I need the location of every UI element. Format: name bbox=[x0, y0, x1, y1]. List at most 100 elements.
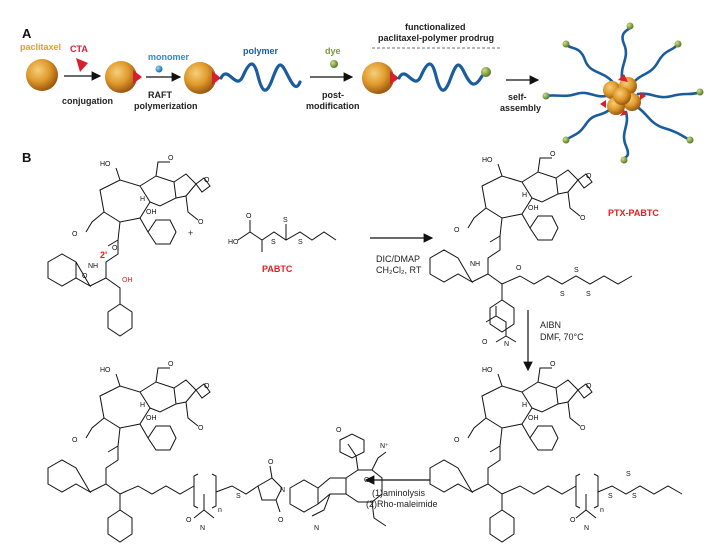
micelle-dye bbox=[562, 136, 570, 144]
paclitaxel-label: paclitaxel bbox=[20, 42, 61, 52]
polymer-chain-1 bbox=[219, 62, 302, 92]
monomer-sphere bbox=[155, 65, 163, 73]
svg-text:H: H bbox=[140, 196, 145, 203]
ptx-pabtc-label: PTX-PABTC bbox=[608, 208, 659, 218]
svg-text:O: O bbox=[246, 213, 252, 220]
micelle-arm bbox=[620, 24, 632, 82]
svg-text:OH: OH bbox=[122, 277, 133, 284]
micelle-dye bbox=[696, 88, 704, 96]
self-label-2: assembly bbox=[500, 103, 541, 113]
micelle-arm bbox=[630, 42, 680, 86]
pabtc-structure: HO O S S S PABTC bbox=[228, 213, 337, 274]
svg-text:S: S bbox=[632, 493, 637, 500]
micelle-dye bbox=[626, 22, 634, 30]
svg-text:S: S bbox=[283, 217, 288, 224]
taxane-core-1: HO O O O O OH H bbox=[72, 155, 211, 247]
svg-text:N: N bbox=[584, 525, 589, 532]
svg-text:N: N bbox=[314, 525, 319, 532]
cta-attached bbox=[133, 70, 142, 84]
svg-text:S: S bbox=[560, 291, 565, 298]
self-label-1: self- bbox=[508, 92, 527, 102]
panel-a-label: A bbox=[22, 26, 32, 41]
polymer-chain-2 bbox=[397, 62, 484, 92]
conjugate-sphere-2 bbox=[362, 62, 394, 94]
svg-text:O: O bbox=[336, 427, 342, 434]
micelle-dye bbox=[686, 136, 694, 144]
micelle-arm bbox=[622, 110, 630, 162]
conjugation-label: conjugation bbox=[62, 96, 113, 106]
cta-label: CTA bbox=[70, 44, 88, 54]
svg-text:S: S bbox=[586, 291, 591, 298]
svg-text:n: n bbox=[218, 507, 222, 514]
micelle-arm bbox=[634, 104, 692, 142]
micelle-arm bbox=[636, 90, 702, 99]
svg-text:S: S bbox=[574, 267, 579, 274]
condition-2-line-2: DMF, 70°C bbox=[540, 332, 584, 342]
panel-a: A paclitaxel CTA conjugation monomer RAF… bbox=[20, 22, 704, 164]
svg-text:HO: HO bbox=[100, 161, 111, 168]
post-label-1: post- bbox=[322, 90, 344, 100]
raft-label-1: RAFT bbox=[148, 90, 172, 100]
svg-text:O: O bbox=[516, 265, 522, 272]
cta-shape bbox=[76, 58, 88, 72]
raft-label-2: polymerization bbox=[134, 101, 198, 111]
svg-text:O: O bbox=[364, 477, 370, 484]
dye-label: dye bbox=[325, 46, 341, 56]
dye-sphere bbox=[330, 60, 338, 68]
prodrug-label-1: functionalized bbox=[405, 22, 466, 32]
dma-monomer: O N bbox=[482, 306, 517, 348]
micelle-arm bbox=[544, 91, 608, 98]
pabtc-label: PABTC bbox=[262, 264, 293, 274]
svg-text:O: O bbox=[482, 339, 488, 346]
svg-text:O: O bbox=[570, 517, 576, 524]
prodrug-label-2: paclitaxel-polymer prodrug bbox=[378, 33, 494, 43]
polymer-label: polymer bbox=[243, 46, 279, 56]
svg-text:O: O bbox=[82, 273, 88, 280]
svg-text:S: S bbox=[236, 493, 241, 500]
svg-text:O: O bbox=[268, 459, 274, 466]
condition-1-line-1: DIC/DMAP bbox=[376, 254, 420, 264]
panel-b: B HO O O O O OH H O OH NH O 2' bbox=[22, 150, 683, 543]
post-label-2: modification bbox=[306, 101, 360, 111]
ptx-polymer-chain: n S S S N O bbox=[429, 446, 683, 543]
svg-text:O: O bbox=[204, 177, 210, 184]
cta-attached-2 bbox=[212, 71, 221, 85]
condition-3-line-1: (1)aminolysis bbox=[372, 488, 426, 498]
svg-text:N: N bbox=[200, 525, 205, 532]
micelle-core bbox=[600, 74, 646, 116]
conjugate-sphere-1 bbox=[184, 62, 216, 94]
panel-b-label: B bbox=[22, 150, 31, 165]
taxane-core-4 bbox=[71, 360, 211, 453]
svg-text:S: S bbox=[608, 493, 613, 500]
paclitaxel-sphere bbox=[26, 59, 58, 91]
paclitaxel-cta-sphere bbox=[105, 61, 137, 93]
svg-text:N: N bbox=[504, 341, 509, 348]
taxane-core-3 bbox=[453, 360, 593, 453]
condition-1-line-2: CH₂Cl₂, RT bbox=[376, 265, 422, 275]
micelle-dye bbox=[674, 40, 682, 48]
svg-text:O: O bbox=[198, 219, 204, 226]
svg-text:O: O bbox=[168, 155, 174, 162]
condition-2-line-1: AIBN bbox=[540, 320, 561, 330]
svg-text:N: N bbox=[280, 487, 285, 494]
micelle-arm bbox=[564, 42, 617, 87]
plus-sign: + bbox=[188, 228, 193, 238]
condition-3-line-2: (2)Rho-maleimide bbox=[366, 499, 438, 509]
monomer-label: monomer bbox=[148, 52, 190, 62]
svg-text:n: n bbox=[600, 507, 604, 514]
ptx-pabtc-chain: O S S S NH PTX-PABTC bbox=[429, 208, 659, 333]
svg-text:S: S bbox=[298, 239, 303, 246]
svg-text:HO: HO bbox=[228, 239, 239, 246]
svg-text:S: S bbox=[271, 239, 276, 246]
micelle bbox=[542, 22, 704, 164]
micelle-dye bbox=[562, 40, 570, 48]
micelle-dye bbox=[620, 156, 628, 164]
svg-text:NH: NH bbox=[470, 261, 480, 268]
micelle-arm bbox=[564, 106, 614, 142]
svg-text:S: S bbox=[626, 471, 631, 478]
svg-text:O: O bbox=[186, 517, 192, 524]
cta-attached-3 bbox=[390, 71, 399, 85]
micelle-dye bbox=[542, 92, 550, 100]
dye-end-sphere bbox=[481, 67, 491, 77]
